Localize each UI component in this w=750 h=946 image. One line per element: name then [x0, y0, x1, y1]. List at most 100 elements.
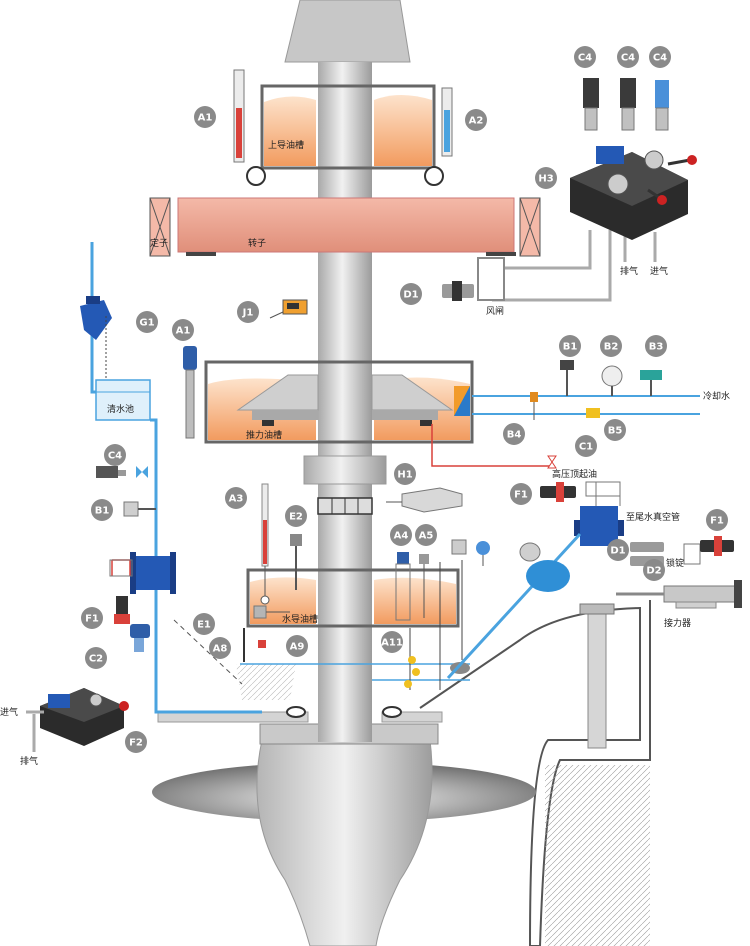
lock-label: 锁锭 — [666, 557, 684, 569]
rotor-base-right — [486, 252, 516, 256]
pressure-sensor-c4-1 — [583, 78, 599, 131]
badge-label: B5 — [608, 426, 623, 437]
cooling-water-label: 冷却水 — [703, 390, 730, 402]
thrust-tank: 推力油槽 — [204, 360, 474, 444]
badge-label: A4 — [394, 531, 409, 542]
high-pressure-oil-line — [431, 424, 552, 467]
badge-label: J1 — [242, 308, 254, 319]
badge-label: D1 — [610, 546, 625, 557]
runner-hub — [256, 739, 433, 946]
badge-label: B2 — [604, 342, 619, 353]
intake-top-label: 进气 — [650, 265, 668, 277]
level-sensor-a5 — [419, 554, 429, 618]
level-gauge-a2 — [441, 87, 453, 157]
badge-label: H3 — [538, 174, 553, 185]
badge-label: A9 — [290, 642, 305, 653]
badge-label: A11 — [381, 638, 403, 649]
flow-meter-b3 — [640, 370, 662, 396]
badge-f2: F2 — [125, 731, 147, 753]
seal-left — [286, 706, 306, 718]
badge-label: F1 — [85, 614, 99, 625]
stator-left — [149, 197, 171, 257]
temp-sensor-e2 — [290, 534, 302, 590]
rollers — [246, 166, 444, 186]
clean-water-tank — [95, 379, 151, 421]
badge-label: A8 — [213, 644, 228, 655]
f1-mid-frame — [585, 481, 621, 497]
badge-label: A1 — [176, 326, 191, 337]
badge-label: A1 — [198, 113, 213, 124]
brake-piping — [492, 230, 657, 302]
pressure-switch-c2 — [130, 624, 150, 652]
badge-b4: B4 — [503, 423, 525, 445]
pressure-sensor-c4-3 — [655, 80, 669, 131]
flow-switch-b5 — [586, 408, 600, 418]
flow-switch-b1-top — [560, 360, 574, 396]
badge-g1: G1 — [136, 311, 158, 333]
red-link-left — [111, 559, 131, 576]
rotor-base-left — [186, 252, 216, 256]
dashed-inclined-line — [173, 619, 243, 685]
badge-f1-right: F1 — [706, 509, 728, 531]
badge-label: A5 — [419, 531, 434, 542]
badge-c1: C1 — [575, 435, 597, 457]
brake-jack — [477, 257, 505, 301]
level-gauge-a3 — [261, 483, 269, 567]
valve-block-f2 — [40, 688, 129, 746]
badge-label: C4 — [108, 451, 122, 462]
badge-label: D2 — [646, 566, 661, 577]
spray-zone — [236, 664, 296, 700]
badge-label: C4 — [653, 53, 667, 64]
controller-h1 — [386, 487, 463, 513]
badge-label: A2 — [469, 116, 484, 127]
float-switch — [260, 566, 270, 605]
badge-label: C1 — [579, 442, 593, 453]
solenoid-valve-f1-left — [114, 596, 130, 624]
badge-e1: E1 — [193, 613, 215, 635]
badge-label: E1 — [197, 620, 211, 631]
pressure-sensor-c4-left — [96, 466, 148, 478]
top-cap — [284, 0, 411, 63]
badge-d1-right: D1 — [607, 539, 629, 561]
badge-j1: J1 — [237, 301, 259, 323]
main-shaft — [318, 62, 372, 742]
badge-c4-left: C4 — [104, 444, 126, 466]
badge-label: F2 — [129, 738, 143, 749]
electromagnetic-flowmeter-pipe — [446, 532, 582, 680]
badge-a3: A3 — [225, 487, 247, 509]
level-sensor-a1-mid — [183, 346, 197, 439]
badge-label: B1 — [563, 342, 578, 353]
pressure-sensor-c4-2 — [620, 78, 636, 131]
stator-right — [519, 197, 541, 257]
badge-d1-top: D1 — [400, 283, 422, 305]
badge-label: C2 — [89, 654, 103, 665]
oil-mixed-water-sensor-a4 — [395, 552, 411, 621]
badge-label: B3 — [649, 342, 664, 353]
seal-right — [382, 706, 402, 718]
temp-sensor-b4 — [530, 392, 538, 420]
flow-meter-body-left — [130, 552, 176, 594]
badge-a2: A2 — [465, 109, 487, 131]
sensor-a9 — [258, 640, 266, 648]
badge-c4-1: C4 — [574, 46, 596, 68]
badge-a9: A9 — [286, 635, 308, 657]
valve-block-h3 — [570, 146, 697, 240]
badge-c4-2: C4 — [617, 46, 639, 68]
draft-tube-structure — [419, 600, 651, 946]
head-cover-right — [381, 711, 443, 723]
badge-b1-left: B1 — [91, 499, 113, 521]
badge-h1: H1 — [394, 463, 416, 485]
strainer-g1 — [80, 296, 112, 340]
badge-e2: E2 — [285, 505, 307, 527]
badge-label: C4 — [621, 53, 635, 64]
badge-d2: D2 — [643, 559, 665, 581]
solenoid-valve-f1-right — [700, 536, 734, 556]
exhaust-top-label: 排气 — [620, 265, 638, 277]
badge-label: F1 — [514, 490, 528, 501]
to-vacuum-pipe-label: 至尾水真空管 — [626, 511, 680, 523]
badge-a8: A8 — [209, 637, 231, 659]
sensor-a11 — [404, 656, 470, 688]
shaft-coupling — [303, 455, 387, 485]
temp-sensor-e1 — [253, 605, 290, 619]
